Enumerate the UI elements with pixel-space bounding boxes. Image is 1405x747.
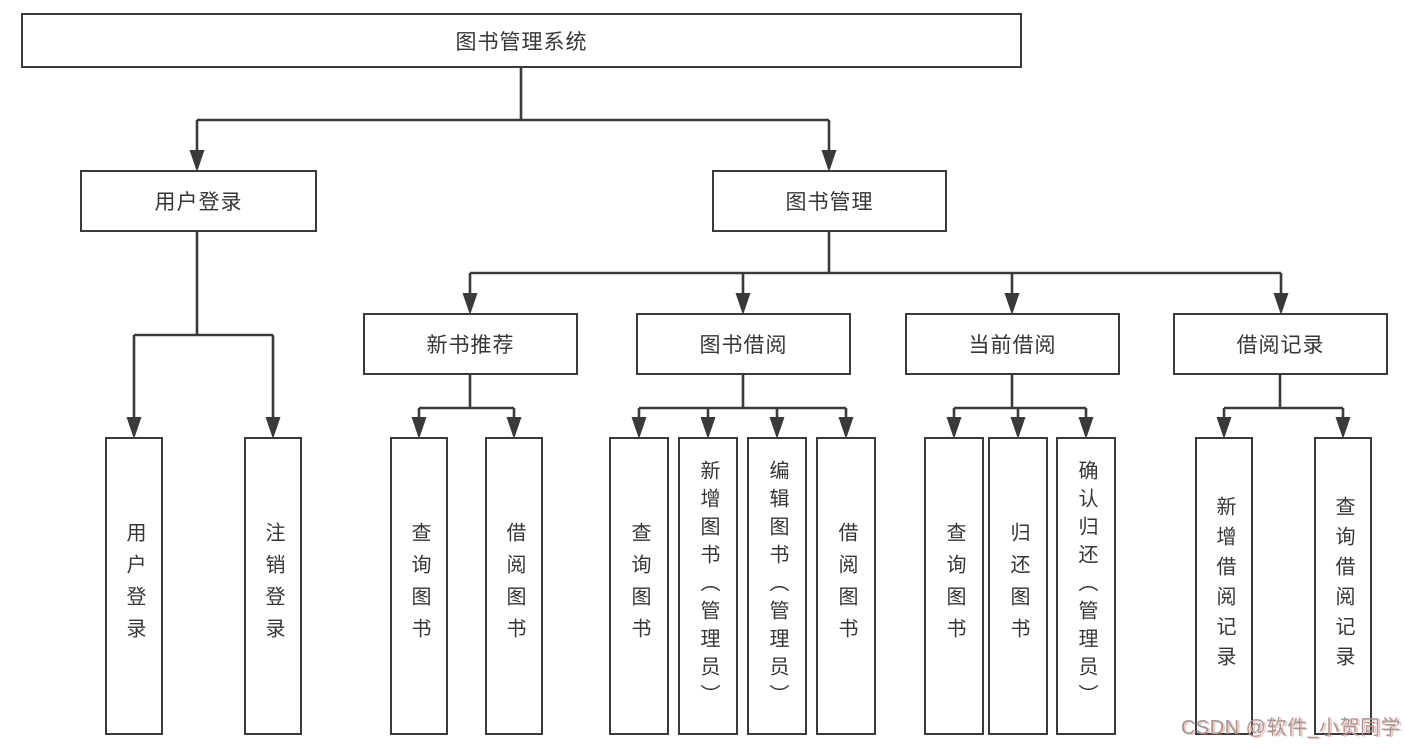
leaf-borrow-edit-book-admin-label: 编辑图书（管理员） bbox=[766, 460, 788, 712]
leaf-current-return-book: 归还图书 bbox=[988, 437, 1048, 735]
node-library-system: 图书管理系统 bbox=[21, 13, 1022, 68]
node-library-system-label: 图书管理系统 bbox=[455, 30, 588, 54]
leaf-borrow-add-book-admin: 新增图书（管理员） bbox=[678, 437, 738, 735]
leaf-borrow-query-book-label: 查询图书 bbox=[628, 522, 650, 650]
node-book-borrow-label: 图书借阅 bbox=[699, 334, 788, 357]
leaf-user-login: 用户登录 bbox=[105, 437, 163, 735]
leaf-record-add: 新增借阅记录 bbox=[1195, 437, 1253, 735]
leaf-borrow-borrow-book: 借阅图书 bbox=[816, 437, 876, 735]
leaf-recommend-query-book-label: 查询图书 bbox=[408, 522, 430, 650]
node-book-borrow: 图书借阅 bbox=[636, 313, 851, 375]
node-borrow-record: 借阅记录 bbox=[1173, 313, 1388, 375]
node-user-login: 用户登录 bbox=[80, 170, 317, 232]
edges-book-borrow bbox=[631, 375, 854, 439]
node-book-management: 图书管理 bbox=[712, 170, 947, 232]
leaf-current-query-book-label: 查询图书 bbox=[943, 522, 965, 650]
node-new-book-recommend-label: 新书推荐 bbox=[426, 334, 515, 357]
leaf-recommend-borrow-book: 借阅图书 bbox=[485, 437, 543, 735]
leaf-borrow-add-book-admin-label: 新增图书（管理员） bbox=[697, 460, 719, 712]
leaf-logout-label: 注销登录 bbox=[262, 522, 284, 650]
leaf-user-login-label: 用户登录 bbox=[123, 522, 145, 650]
leaf-logout: 注销登录 bbox=[244, 437, 302, 735]
leaf-borrow-borrow-book-label: 借阅图书 bbox=[835, 522, 857, 650]
leaf-borrow-edit-book-admin: 编辑图书（管理员） bbox=[747, 437, 807, 735]
edges-new-book-rec bbox=[411, 375, 522, 439]
edges-current-borrow bbox=[946, 375, 1094, 439]
leaf-record-query: 查询借阅记录 bbox=[1314, 437, 1372, 735]
edges-book-management bbox=[462, 232, 1289, 315]
leaf-current-confirm-return-admin-label: 确认归还（管理员） bbox=[1075, 460, 1097, 712]
edges-user-login bbox=[126, 232, 281, 439]
leaf-recommend-borrow-book-label: 借阅图书 bbox=[503, 522, 525, 650]
node-book-management-label: 图书管理 bbox=[785, 191, 874, 214]
leaf-current-return-book-label: 归还图书 bbox=[1007, 522, 1029, 650]
leaf-record-query-label: 查询借阅记录 bbox=[1332, 496, 1354, 676]
csdn-watermark: CSDN @软件_小贺同学 bbox=[1180, 717, 1401, 739]
node-current-borrow-label: 当前借阅 bbox=[968, 334, 1057, 357]
node-new-book-recommend: 新书推荐 bbox=[363, 313, 578, 375]
node-current-borrow: 当前借阅 bbox=[905, 313, 1120, 375]
edges-root bbox=[189, 68, 837, 172]
leaf-record-add-label: 新增借阅记录 bbox=[1213, 496, 1235, 676]
leaf-recommend-query-book: 查询图书 bbox=[390, 437, 448, 735]
edges-borrow-record bbox=[1216, 375, 1351, 439]
node-user-login-label: 用户登录 bbox=[154, 191, 243, 214]
leaf-current-query-book: 查询图书 bbox=[924, 437, 984, 735]
node-borrow-record-label: 借阅记录 bbox=[1236, 334, 1325, 357]
leaf-current-confirm-return-admin: 确认归还（管理员） bbox=[1056, 437, 1116, 735]
leaf-borrow-query-book: 查询图书 bbox=[609, 437, 669, 735]
